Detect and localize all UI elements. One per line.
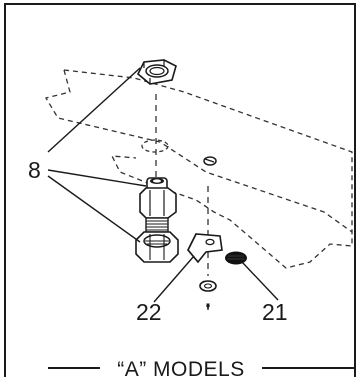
leader-line-21 [241,261,279,301]
screw-tip-icon [206,303,210,311]
top-hex-nut-icon [137,59,177,85]
leader-line-8-fitting [47,169,147,187]
leader-line-8-top-nut [47,67,141,153]
callout-8: 8 [28,157,41,183]
small-lock-washer-icon [203,156,217,166]
lock-washer-icon [199,280,217,292]
leader-line-8-bottom-nut [47,175,141,243]
l-bracket-icon [187,233,223,264]
callout-21: 21 [262,299,288,325]
seal-disc-icon [225,251,247,265]
mounting-hole-dashed [141,139,169,153]
caption-a-models: “A” MODELS [117,358,245,377]
callout-22: 22 [136,299,162,325]
bottom-hex-nut-icon [135,231,179,263]
diagram-frame [4,3,356,377]
leader-line-22 [153,255,195,303]
threaded-fitting-icon [139,177,177,233]
